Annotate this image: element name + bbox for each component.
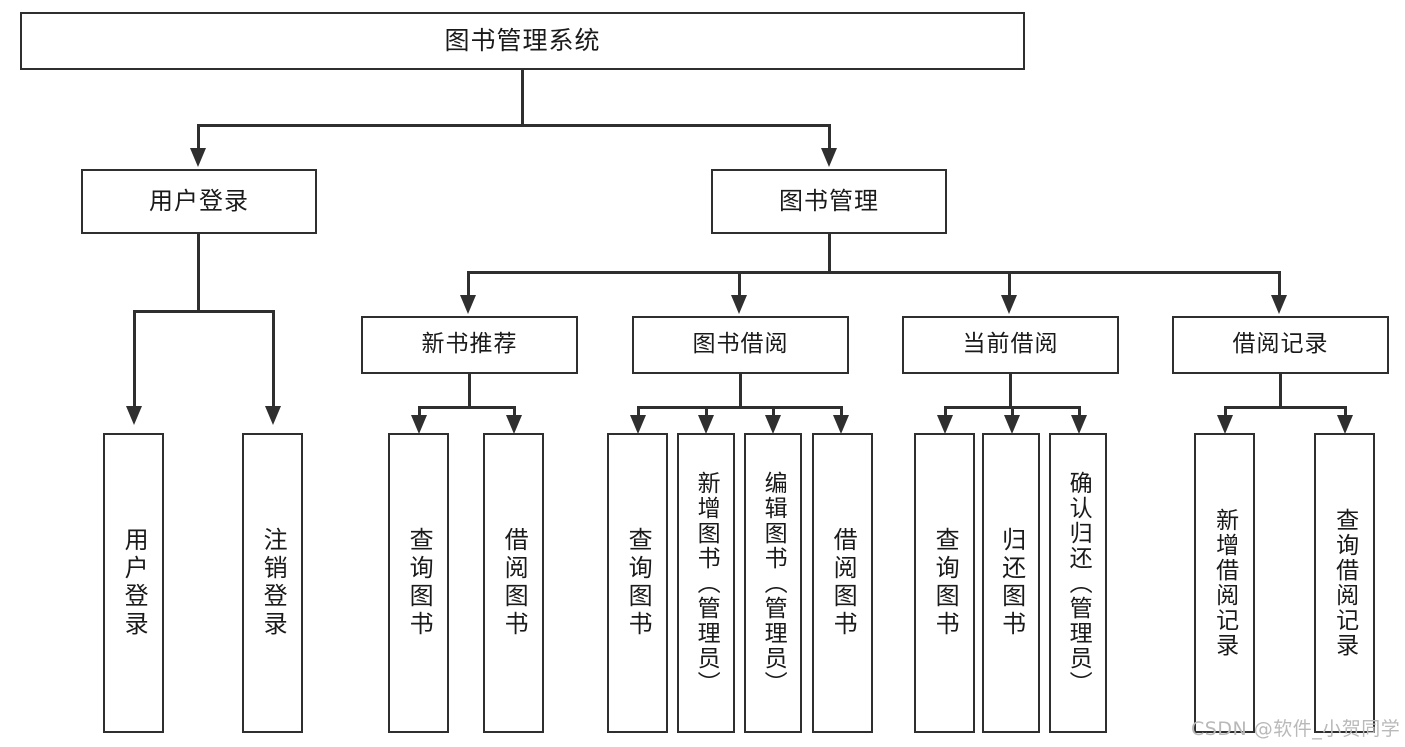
arrowhead-book-manage-to-new-book [460,295,476,314]
connector-borrow-record-bus [1224,406,1345,409]
arrowhead-root-to-user-login [190,148,206,167]
arrowhead-book-manage-to-borrow-record [1271,295,1287,314]
arrowhead-current-borrow-to-leaf-3 [1071,415,1087,434]
arrowhead-book-manage-to-book-borrow [731,295,747,314]
connector-level3-bus [467,271,1281,274]
arrowhead-user-login-to-leaf-1 [126,406,142,425]
node-label: 借阅记录 [1232,331,1329,358]
arrowhead-borrow-record-to-leaf-2 [1337,415,1353,434]
node-label: 查询图书 [624,527,653,639]
connector-borrow-record-to-leaf-2 [1344,406,1347,418]
connector-root-to-book-manage [828,124,831,150]
node-label: 确认归还（管理员） [1065,470,1092,696]
arrowhead-root-to-book-manage [821,148,837,167]
connector-book-manage-to-current-borrow [1008,271,1011,297]
connector-book-borrow-to-leaf-2 [705,406,708,418]
node-label: 当前借阅 [962,331,1059,358]
node-label: 用户登录 [120,527,149,639]
node-label: 归还图书 [997,527,1026,639]
connector-book-manage-to-borrow-record [1278,271,1281,297]
connector-book-borrow-to-leaf-3 [772,406,775,418]
connector-new-book-stem [468,374,471,408]
connector-root-to-user-login [197,124,200,150]
node-label: 新增借阅记录 [1211,508,1238,658]
arrowhead-book-borrow-to-leaf-2 [698,415,714,434]
node-label: 用户登录 [149,187,249,216]
node-label: 图书借阅 [692,331,789,358]
connector-root-bus [197,124,831,127]
node-label: 借阅图书 [829,527,858,639]
node-borrow-record[interactable]: 借阅记录 [1172,316,1389,374]
connector-new-book-bus [418,406,516,409]
arrowhead-borrow-record-to-leaf-1 [1217,415,1233,434]
connector-current-borrow-to-leaf-3 [1078,406,1081,418]
connector-current-borrow-to-leaf-2 [1011,406,1014,418]
leaf-book-borrow-query-book[interactable]: 查询图书 [607,433,668,733]
leaf-book-borrow-add-book-admin[interactable]: 新增图书（管理员） [677,433,735,733]
node-label: 查询图书 [405,527,434,639]
leaf-current-borrow-query-book[interactable]: 查询图书 [914,433,975,733]
leaf-new-book-query-book[interactable]: 查询图书 [388,433,449,733]
connector-new-book-to-leaf-2 [513,406,516,418]
leaf-book-borrow-borrow-book[interactable]: 借阅图书 [812,433,873,733]
arrowhead-book-borrow-to-leaf-3 [765,415,781,434]
leaf-user-login-login[interactable]: 用户登录 [103,433,164,733]
node-book-management[interactable]: 图书管理 [711,169,947,234]
connector-book-borrow-stem [739,374,742,408]
connector-root-stem [521,70,524,126]
leaf-user-login-logout[interactable]: 注销登录 [242,433,303,733]
connector-borrow-record-to-leaf-1 [1224,406,1227,418]
connector-book-borrow-to-leaf-1 [637,406,640,418]
arrowhead-book-borrow-to-leaf-1 [630,415,646,434]
node-new-book-recommend[interactable]: 新书推荐 [361,316,578,374]
connector-user-login-bus [133,310,274,313]
connector-current-borrow-to-leaf-1 [944,406,947,418]
leaf-current-borrow-confirm-return-admin[interactable]: 确认归还（管理员） [1049,433,1107,733]
node-label: 借阅图书 [500,527,529,639]
connector-user-login-stem [197,234,200,312]
connector-new-book-to-leaf-1 [418,406,421,418]
arrowhead-book-manage-to-current-borrow [1001,295,1017,314]
node-book-borrow[interactable]: 图书借阅 [632,316,849,374]
connector-user-login-to-leaf-2 [272,310,275,408]
arrowhead-book-borrow-to-leaf-4 [833,415,849,434]
connector-current-borrow-stem [1009,374,1012,408]
leaf-borrow-record-query-record[interactable]: 查询借阅记录 [1314,433,1375,733]
arrowhead-current-borrow-to-leaf-1 [937,415,953,434]
node-root-system[interactable]: 图书管理系统 [20,12,1025,70]
arrowhead-new-book-to-leaf-1 [411,415,427,434]
connector-book-borrow-bus [637,406,842,409]
leaf-book-borrow-edit-book-admin[interactable]: 编辑图书（管理员） [744,433,802,733]
leaf-current-borrow-return-book[interactable]: 归还图书 [982,433,1040,733]
connector-borrow-record-stem [1279,374,1282,408]
leaf-new-book-borrow-book[interactable]: 借阅图书 [483,433,544,733]
node-label: 新书推荐 [421,331,518,358]
leaf-borrow-record-add-record[interactable]: 新增借阅记录 [1194,433,1255,733]
arrowhead-current-borrow-to-leaf-2 [1004,415,1020,434]
connector-user-login-to-leaf-1 [133,310,136,408]
node-label: 编辑图书（管理员） [760,470,787,696]
node-current-borrow[interactable]: 当前借阅 [902,316,1119,374]
node-user-login[interactable]: 用户登录 [81,169,317,234]
connector-book-manage-to-book-borrow [738,271,741,297]
connector-book-borrow-to-leaf-4 [840,406,843,418]
node-label: 查询图书 [931,527,960,639]
node-label: 图书管理系统 [444,26,601,56]
connector-book-manage-stem [828,234,831,274]
node-label: 新增图书（管理员） [693,470,720,696]
arrowhead-new-book-to-leaf-2 [506,415,522,434]
node-label: 注销登录 [259,527,288,639]
arrowhead-user-login-to-leaf-2 [265,406,281,425]
node-label: 查询借阅记录 [1331,508,1358,658]
node-label: 图书管理 [779,187,879,216]
connector-book-manage-to-new-book [467,271,470,297]
